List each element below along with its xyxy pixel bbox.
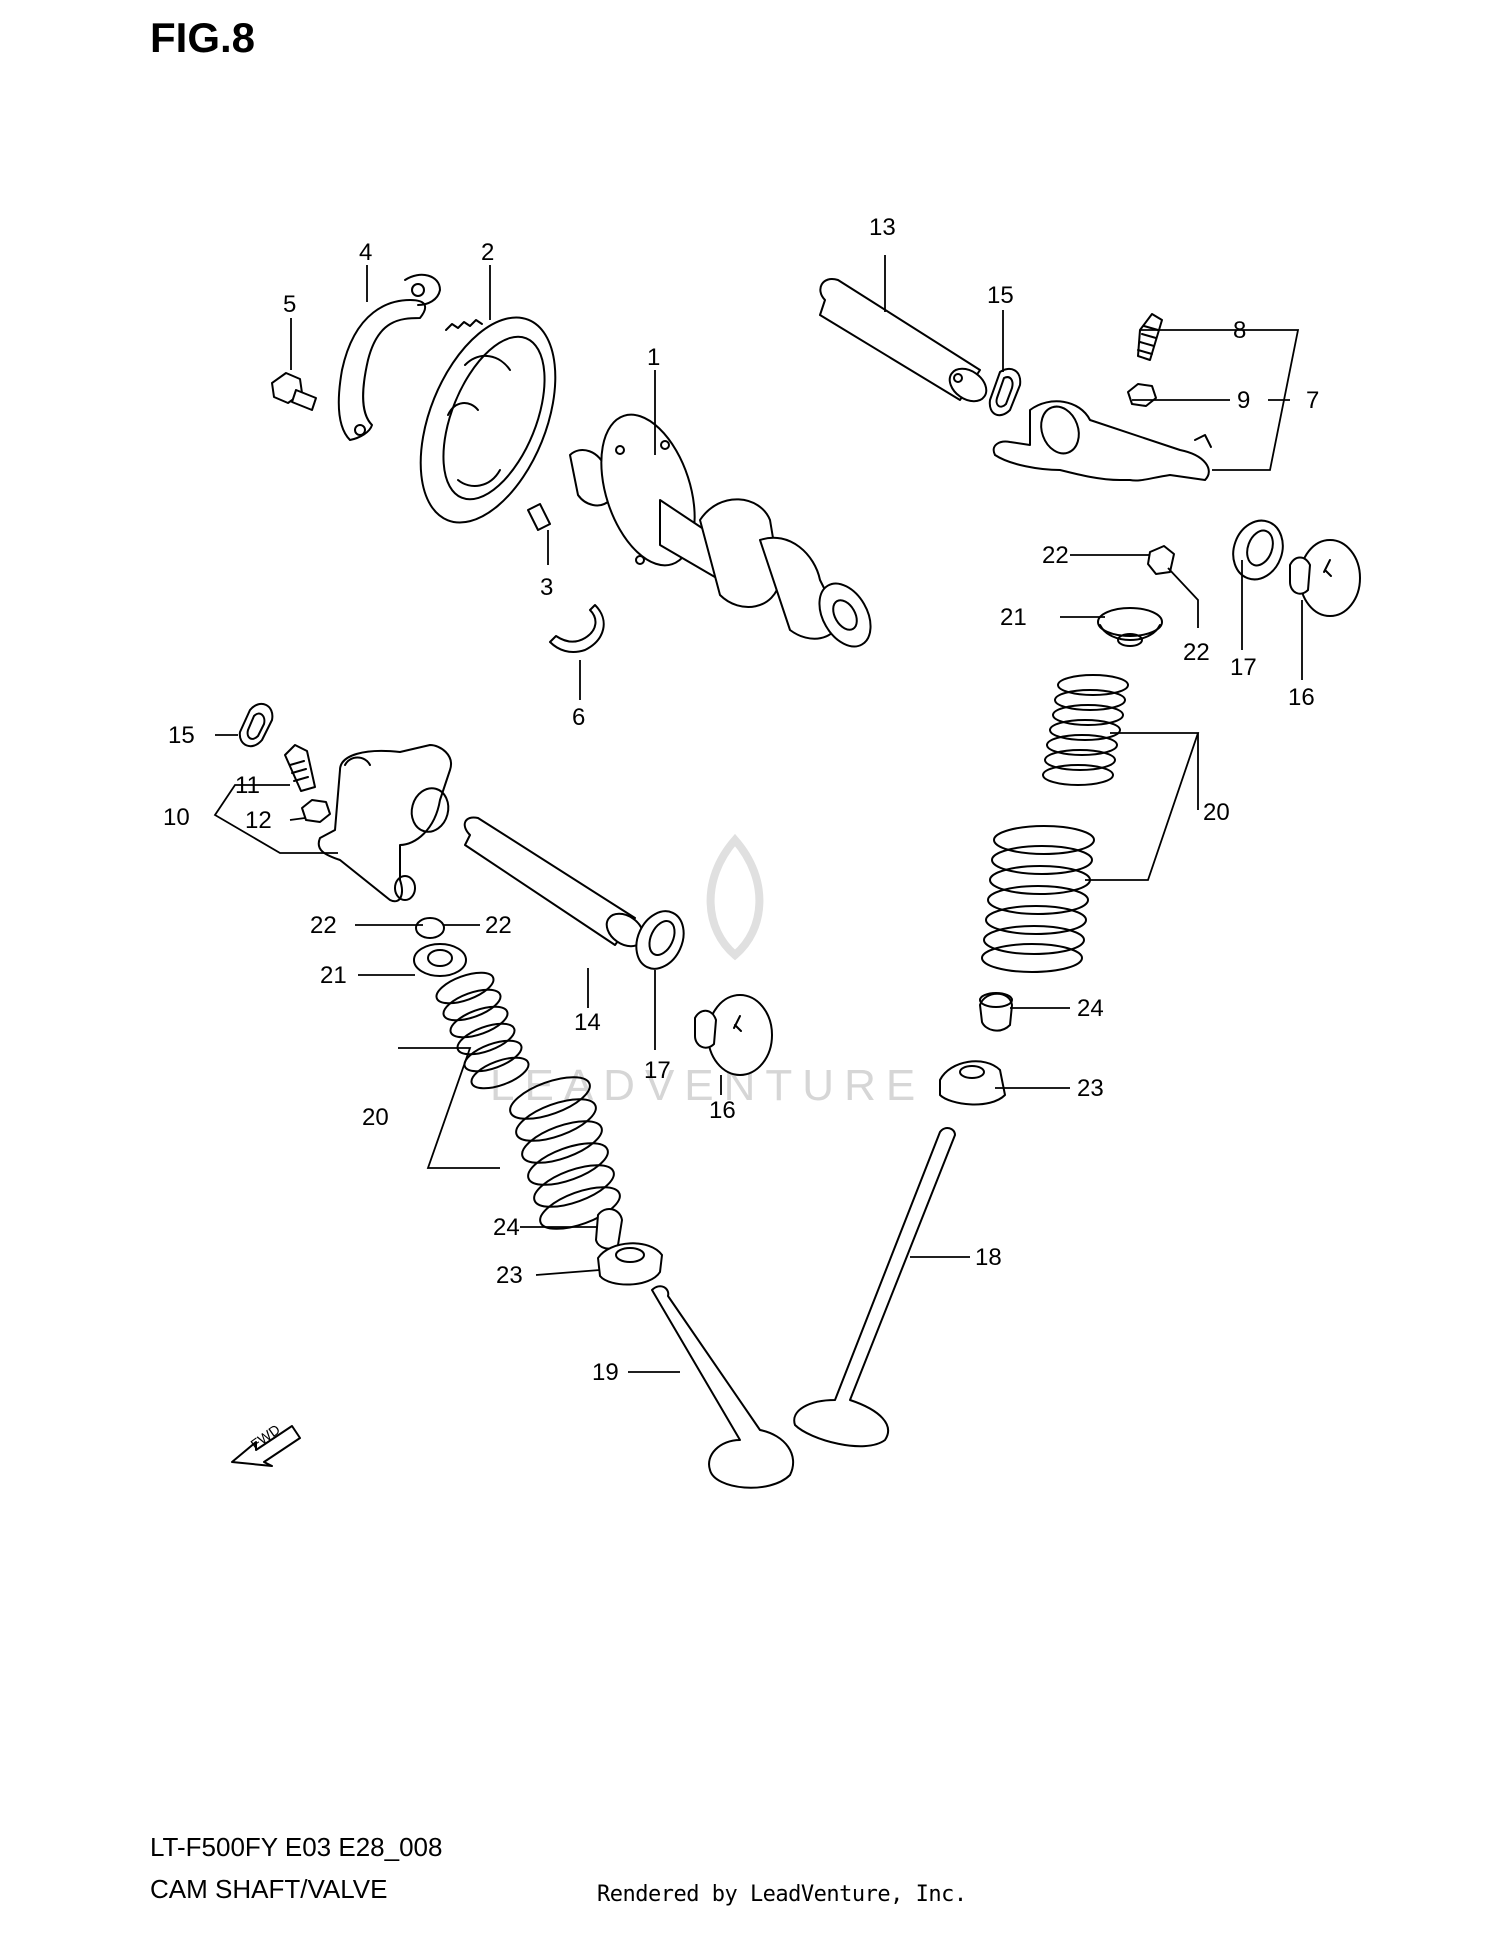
callout-21a: 21 [1000, 604, 1027, 631]
part-14-rocker-shaft[interactable] [463, 816, 650, 952]
part-8-adjuster-screw[interactable] [1137, 313, 1163, 361]
callout-19: 19 [592, 1359, 619, 1386]
part-24-valve-stem-seal-upper[interactable] [979, 992, 1013, 1032]
part-18-valve[interactable] [793, 1127, 956, 1448]
part-7-rocker-arm-upper[interactable] [992, 400, 1212, 482]
figure-title: FIG.8 [150, 14, 256, 61]
callout-3: 3 [540, 574, 553, 601]
fwd-arrow-icon: FWD [231, 1421, 301, 1467]
leader-lines [213, 255, 1303, 1373]
callout-2: 2 [481, 239, 494, 266]
callout-10: 10 [163, 804, 190, 831]
callout-14: 14 [574, 1009, 601, 1036]
part-4-retainer-plate[interactable] [337, 273, 441, 441]
part-23-spring-seat-lower[interactable] [597, 1242, 663, 1286]
part-17-oil-seal-upper[interactable] [1225, 514, 1291, 587]
callout-13: 13 [869, 214, 896, 241]
part-22-valve-cotter-lower[interactable] [415, 917, 445, 939]
callout-17b: 17 [644, 1057, 671, 1084]
part-21-spring-retainer-upper[interactable] [1097, 607, 1163, 647]
callout-numbers: 2 4 5 1 3 6 13 15 8 9 7 22 22 21 17 16 2… [163, 214, 1319, 1386]
part-12-lock-nut[interactable] [301, 799, 331, 823]
callout-24b: 24 [493, 1214, 520, 1241]
callout-15a: 15 [987, 282, 1014, 309]
part-3-dowel-pin[interactable] [527, 503, 551, 531]
part-16-cap-lower[interactable] [694, 994, 773, 1076]
callout-18: 18 [975, 1244, 1002, 1271]
callout-16a: 16 [1288, 684, 1315, 711]
part-22-valve-cotter-upper[interactable] [1147, 545, 1175, 575]
rendered-by-credit: Rendered by LeadVenture, Inc. [597, 1882, 967, 1907]
callout-9: 9 [1237, 387, 1250, 414]
part-17-oil-seal-lower[interactable] [627, 904, 692, 977]
callout-12: 12 [245, 807, 272, 834]
part-20-valve-springs-lower[interactable] [433, 966, 625, 1237]
part-10-rocker-arm-lower[interactable] [317, 744, 453, 903]
callout-22c: 22 [310, 912, 337, 939]
callout-11: 11 [235, 772, 260, 799]
part-16-cap-upper[interactable] [1289, 539, 1361, 617]
callout-16b: 16 [709, 1097, 736, 1124]
part-9-lock-nut[interactable] [1127, 383, 1157, 407]
callout-17a: 17 [1230, 654, 1257, 681]
callout-22a: 22 [1042, 542, 1069, 569]
part-23-spring-seat-upper[interactable] [939, 1060, 1006, 1106]
callout-4: 4 [359, 239, 372, 266]
callout-22d: 22 [485, 912, 512, 939]
part-15-o-ring-lower[interactable] [238, 702, 274, 748]
callout-24a: 24 [1077, 995, 1104, 1022]
part-6-circlip[interactable] [549, 604, 605, 653]
part-5-bolt[interactable] [271, 372, 317, 411]
callout-20b: 20 [362, 1104, 389, 1131]
callout-8: 8 [1233, 317, 1246, 344]
part-1-camshaft[interactable] [569, 403, 881, 656]
callout-15b: 15 [168, 722, 195, 749]
section-name: CAM SHAFT/VALVE [150, 1874, 388, 1904]
callout-6: 6 [572, 704, 585, 731]
callout-1: 1 [647, 344, 660, 371]
callout-20a: 20 [1203, 799, 1230, 826]
part-24-valve-stem-seal-lower[interactable] [595, 1208, 623, 1250]
part-21-spring-retainer-lower[interactable] [413, 943, 467, 977]
part-2-cam-sprocket[interactable] [394, 298, 582, 542]
callout-23b: 23 [496, 1262, 523, 1289]
callout-22b: 22 [1183, 639, 1210, 666]
callout-21b: 21 [320, 962, 347, 989]
part-19-valve[interactable] [651, 1285, 795, 1489]
callout-7: 7 [1306, 387, 1319, 414]
part-15-o-ring-upper[interactable] [988, 367, 1022, 417]
part-11-adjuster-screw[interactable] [284, 744, 316, 792]
part-20-valve-springs-upper[interactable] [981, 674, 1129, 973]
callout-23a: 23 [1077, 1075, 1104, 1102]
callout-5: 5 [283, 291, 296, 318]
part-13-rocker-shaft[interactable] [819, 278, 992, 408]
model-code: LT-F500FY E03 E28_008 [150, 1832, 443, 1862]
